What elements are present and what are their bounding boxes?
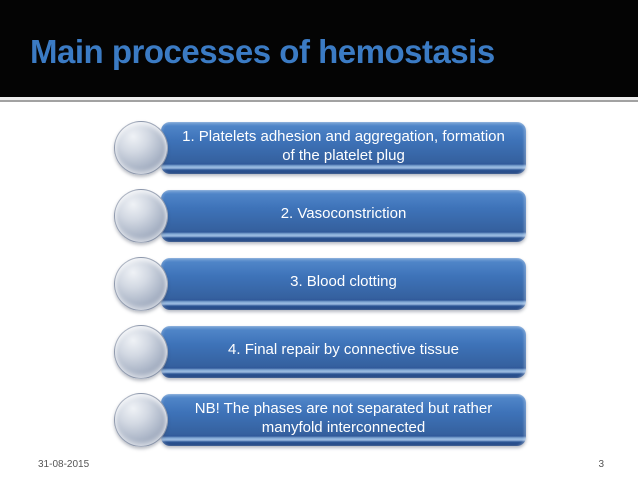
process-bar: 1. Platelets adhesion and aggregation, f… [161,122,526,174]
process-bar: 4. Final repair by connective tissue [161,326,526,378]
process-item: 4. Final repair by connective tissue [114,325,526,379]
bullet-sphere-icon [114,325,168,379]
process-label: NB! The phases are not separated but rat… [194,399,493,436]
header-separator-light [0,97,638,100]
process-label: 4. Final repair by connective tissue [228,341,459,358]
bullet-sphere-icon [114,393,168,447]
process-item: 2. Vasoconstriction [114,189,526,243]
slide-header: Main processes of hemostasis [0,0,638,97]
process-bar: 2. Vasoconstriction [161,190,526,242]
process-bar: 3. Blood clotting [161,258,526,310]
process-item: 1. Platelets adhesion and aggregation, f… [114,121,526,175]
page-number: 3 [598,459,604,470]
bullet-sphere-icon [114,121,168,175]
process-item: NB! The phases are not separated but rat… [114,393,526,447]
header-separator-dark [0,100,638,102]
process-list: 1. Platelets adhesion and aggregation, f… [114,121,526,462]
process-label: 3. Blood clotting [290,273,397,290]
process-bar: NB! The phases are not separated but rat… [161,394,526,446]
process-label: 2. Vasoconstriction [280,205,407,222]
process-item: 3. Blood clotting [114,257,526,311]
bullet-sphere-icon [114,257,168,311]
process-label: 1. Platelets adhesion and aggregation, f… [182,127,505,164]
slide-title: Main processes of hemostasis [30,33,495,70]
slide-date: 31-08-2015 [38,459,90,470]
bullet-sphere-icon [114,189,168,243]
